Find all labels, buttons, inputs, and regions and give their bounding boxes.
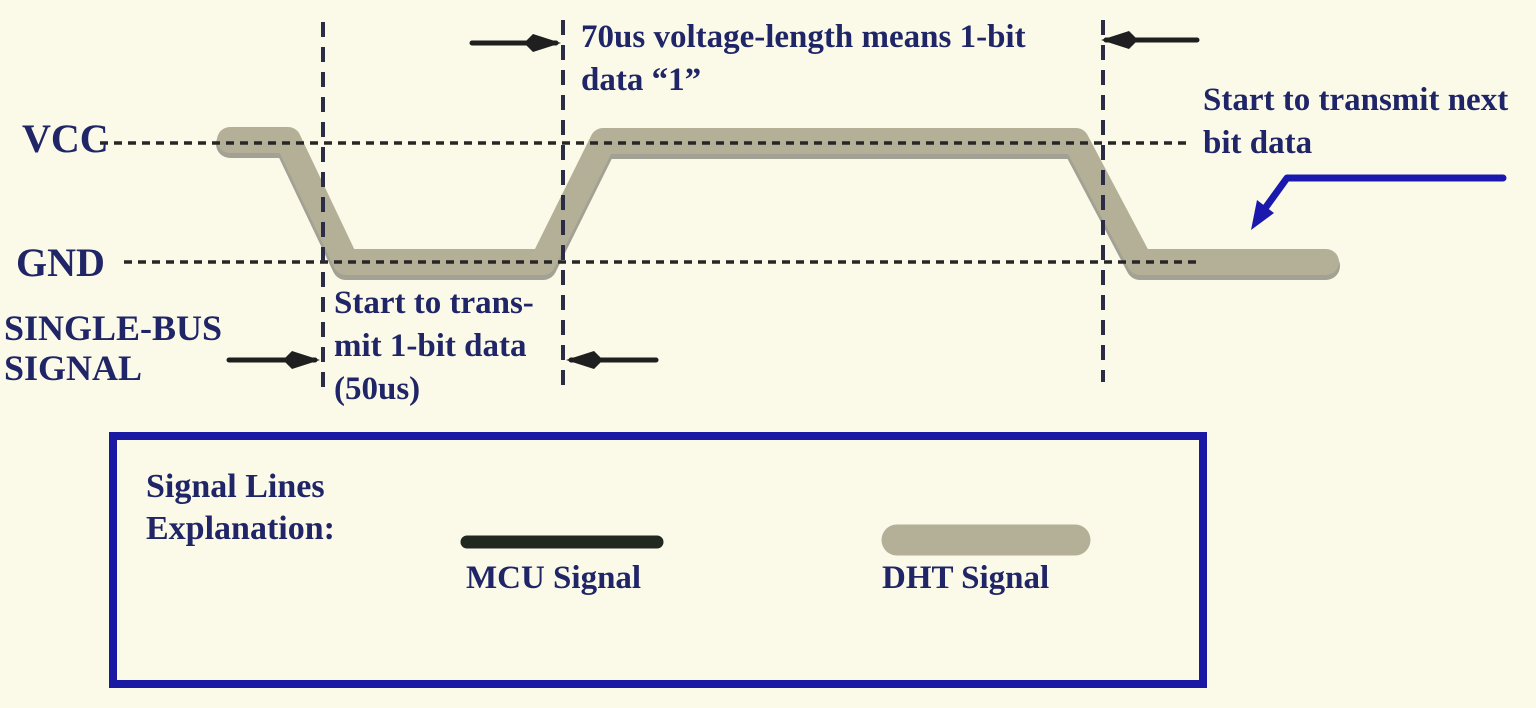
legend-title: Signal Lines Explanation: <box>146 468 335 547</box>
dht-signal-label: DHT Signal <box>882 560 1050 596</box>
dht-waveform-shadow <box>216 130 1340 280</box>
dht-waveform <box>217 127 1339 275</box>
high-pulse-left-arrow <box>469 34 561 52</box>
legend-box <box>109 432 1207 688</box>
low-pulse-left-arrow <box>226 351 320 369</box>
low-pulse-annotation: Start to trans- mit 1-bit data (50us) <box>334 285 534 407</box>
high-pulse-right-arrow <box>1101 31 1200 49</box>
gnd-label: GND <box>16 240 105 285</box>
low-pulse-right-arrow <box>566 351 659 369</box>
next-bit-annotation: Start to transmit next bit data <box>1203 82 1509 161</box>
single-bus-signal-label: SINGLE-BUS SIGNAL <box>4 308 223 388</box>
vcc-label: VCC <box>22 116 109 161</box>
next-bit-callout-arrow <box>1251 174 1507 230</box>
high-pulse-annotation: 70us voltage-length means 1-bit data “1” <box>581 19 1026 98</box>
mcu-signal-label: MCU Signal <box>466 560 642 596</box>
